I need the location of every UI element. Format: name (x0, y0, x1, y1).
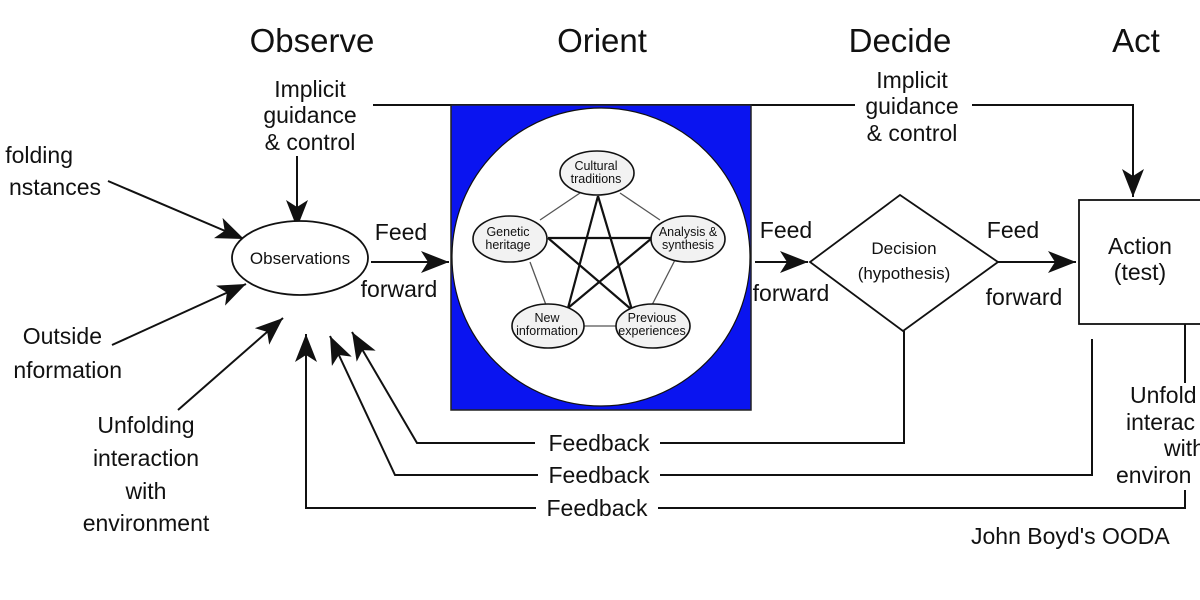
observations-label: Observations (250, 249, 350, 268)
decision-sublabel: (hypothesis) (858, 264, 951, 283)
svg-text:Previous: Previous (628, 311, 677, 325)
phase-orient: Orient (557, 22, 647, 59)
svg-text:traditions: traditions (571, 172, 622, 186)
observations-node (231, 220, 369, 296)
feedback-label-3: Feedback (546, 495, 648, 521)
svg-text:guidance: guidance (865, 93, 958, 119)
svg-text:nformation: nformation (13, 357, 122, 383)
svg-text:interac: interac (1126, 409, 1195, 435)
svg-text:environ: environ (1116, 462, 1191, 488)
right-unfolding-interaction: Unfold interac with environ (1116, 382, 1200, 488)
factor-previous-experiences: Previous experiences (615, 303, 691, 349)
feedback-label-2: Feedback (548, 462, 650, 488)
feed-label-3: Feed (987, 217, 1039, 243)
svg-text:heritage: heritage (485, 238, 530, 252)
svg-text:Analysis &: Analysis & (659, 225, 718, 239)
forward-label-3: forward (986, 284, 1063, 310)
feedback-arrow-environment (295, 334, 536, 509)
svg-text:environment: environment (83, 510, 210, 536)
svg-text:synthesis: synthesis (662, 238, 714, 252)
svg-text:Unfolding: Unfolding (97, 412, 194, 438)
arrow-outside-information (111, 283, 247, 346)
forward-label-1: forward (361, 276, 438, 302)
feedback-line-decision (660, 331, 905, 444)
svg-text:Cultural: Cultural (574, 159, 617, 173)
orient-star (547, 195, 653, 311)
guidance-label-left: Implicit guidance & control (263, 76, 356, 155)
action-label: Action (1108, 233, 1172, 259)
feedback-arrow-decision (351, 331, 535, 444)
svg-text:Implicit: Implicit (876, 67, 948, 93)
decision-label: Decision (871, 239, 936, 258)
svg-text:New: New (534, 311, 560, 325)
svg-text:& control: & control (867, 120, 958, 146)
decision-node (808, 193, 1000, 333)
svg-text:guidance: guidance (263, 102, 356, 128)
orient-pentagon (529, 192, 677, 327)
input-outside-information: Outside nformation (13, 323, 122, 383)
svg-text:nstances: nstances (9, 174, 101, 200)
svg-text:experiences: experiences (618, 324, 685, 338)
feedback-line-environment (658, 490, 1186, 509)
feedback-label-1: Feedback (548, 430, 650, 456)
phase-act: Act (1112, 22, 1160, 59)
input-unfolding-circumstances: folding nstances (5, 142, 101, 200)
svg-text:Genetic: Genetic (486, 225, 529, 239)
svg-text:Implicit: Implicit (274, 76, 346, 102)
action-sublabel: (test) (1114, 259, 1166, 285)
factor-new-information: New information (511, 303, 585, 349)
svg-text:Unfold: Unfold (1130, 382, 1196, 408)
svg-text:with: with (1163, 435, 1200, 461)
arrow-unfolding-interaction (177, 317, 284, 411)
phase-observe: Observe (250, 22, 375, 59)
svg-text:information: information (516, 324, 578, 338)
phase-decide: Decide (849, 22, 952, 59)
svg-text:folding: folding (5, 142, 73, 168)
guidance-label-right: Implicit guidance & control (865, 67, 958, 146)
action-node (1078, 199, 1200, 325)
feed-label-1: Feed (375, 219, 427, 245)
factor-cultural-traditions: Cultural traditions (559, 150, 635, 196)
svg-text:with: with (125, 478, 167, 504)
feed-label-2: Feed (760, 217, 812, 243)
arrow-circumstances (107, 180, 245, 240)
svg-text:interaction: interaction (93, 445, 199, 471)
guidance-arrow-action (972, 104, 1144, 197)
svg-text:& control: & control (265, 129, 356, 155)
factor-analysis-synthesis: Analysis & synthesis (650, 215, 726, 263)
forward-label-2: forward (753, 280, 830, 306)
feedback-line-action (660, 339, 1093, 476)
diagram-caption: John Boyd's OODA (971, 523, 1170, 549)
svg-text:Outside: Outside (23, 323, 102, 349)
feedback-arrow-action (329, 335, 538, 476)
input-unfolding-interaction: Unfolding interaction with environment (83, 412, 210, 536)
factor-genetic-heritage: Genetic heritage (472, 215, 548, 263)
